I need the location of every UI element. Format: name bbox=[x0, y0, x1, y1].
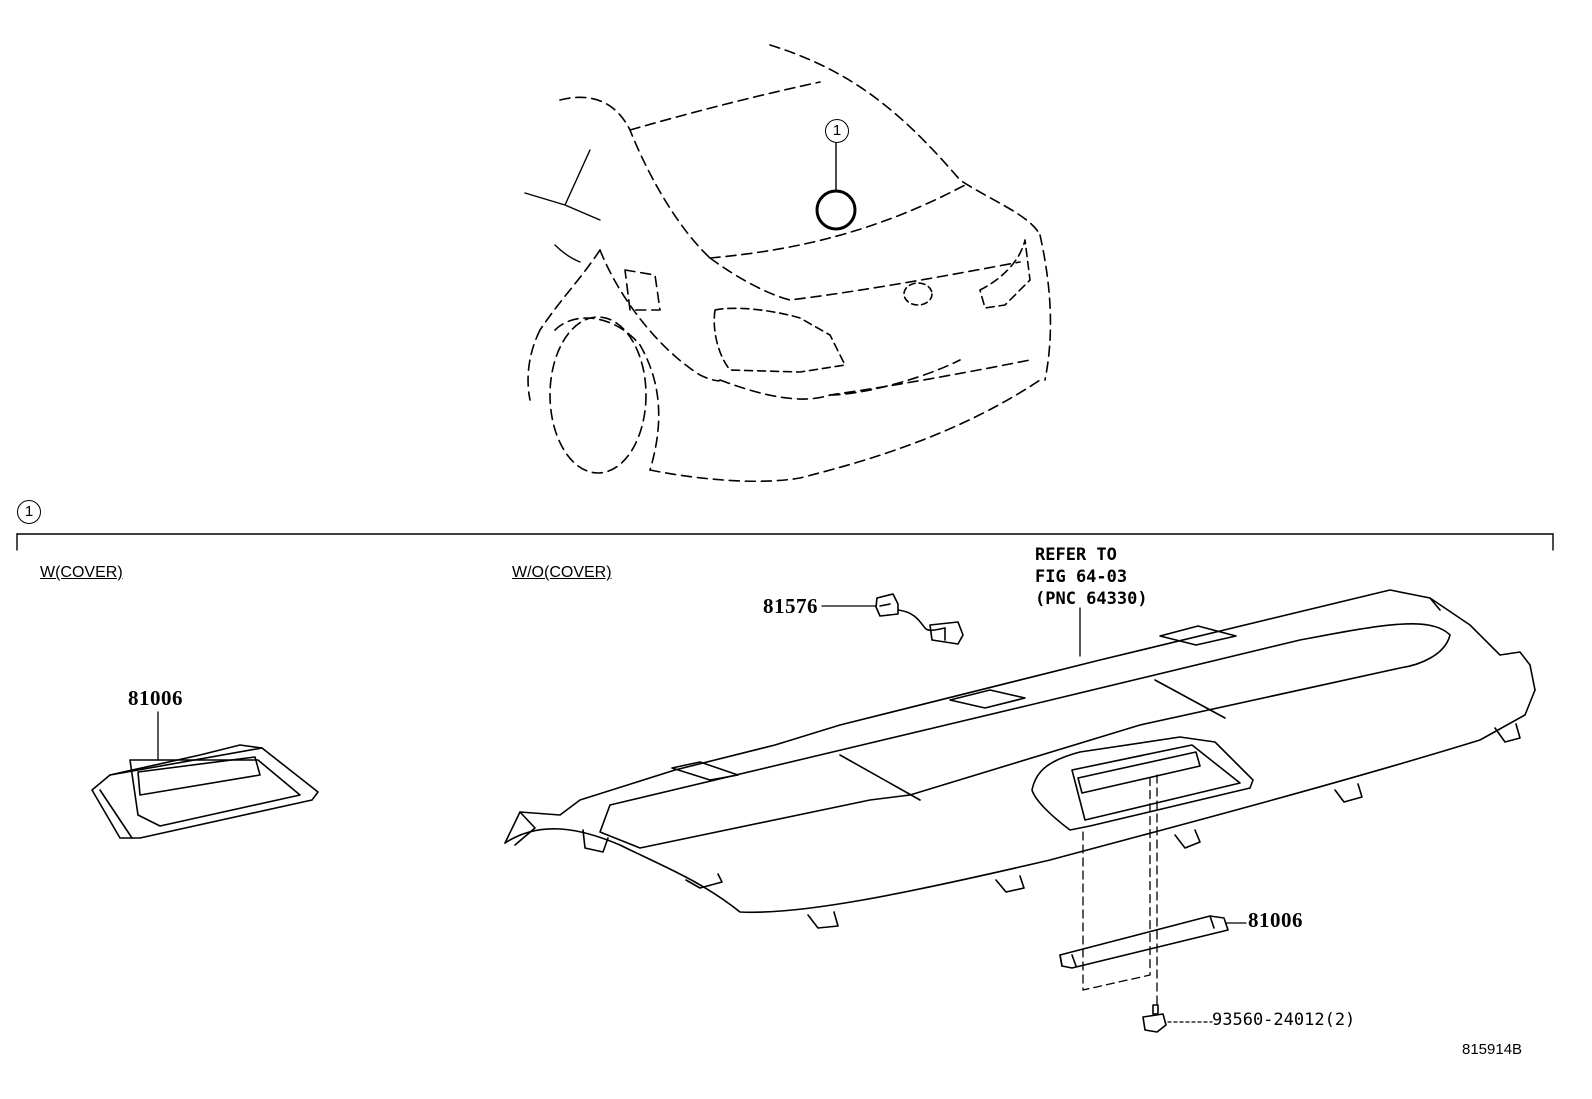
car-solid-lines bbox=[524, 142, 1031, 373]
part-number-screw: 93560-24012(2) bbox=[1212, 1010, 1356, 1030]
part-number-lamp-with-cover: 81006 bbox=[128, 686, 183, 710]
screw-drawing bbox=[1142, 1004, 1213, 1033]
with-cover-label: W(COVER) bbox=[40, 564, 123, 581]
wire-drawing bbox=[821, 593, 964, 645]
refer-line-3: (PNC 64330) bbox=[1035, 589, 1148, 609]
part-number-wire: 81576 bbox=[763, 594, 818, 618]
diagram-id: 815914B bbox=[1462, 1041, 1523, 1058]
refer-line-2: FIG 64-03 bbox=[1035, 567, 1128, 587]
lamp-without-cover-drawing bbox=[1059, 915, 1247, 969]
callout-1-car: 1 bbox=[825, 119, 849, 143]
section-bracket bbox=[16, 533, 1554, 551]
part-number-lamp-without-cover: 81006 bbox=[1248, 908, 1303, 932]
lamp-with-cover-drawing bbox=[91, 711, 319, 839]
refer-note: REFER TO FIG 64-03 (PNC 64330) bbox=[1035, 544, 1148, 610]
projection-lines bbox=[1082, 774, 1158, 1006]
package-tray-drawing bbox=[504, 589, 1536, 929]
car-outline bbox=[527, 44, 1052, 483]
refer-line-1: REFER TO bbox=[1035, 545, 1117, 565]
without-cover-label: W/O(COVER) bbox=[512, 564, 612, 581]
callout-1-section: 1 bbox=[17, 500, 41, 524]
